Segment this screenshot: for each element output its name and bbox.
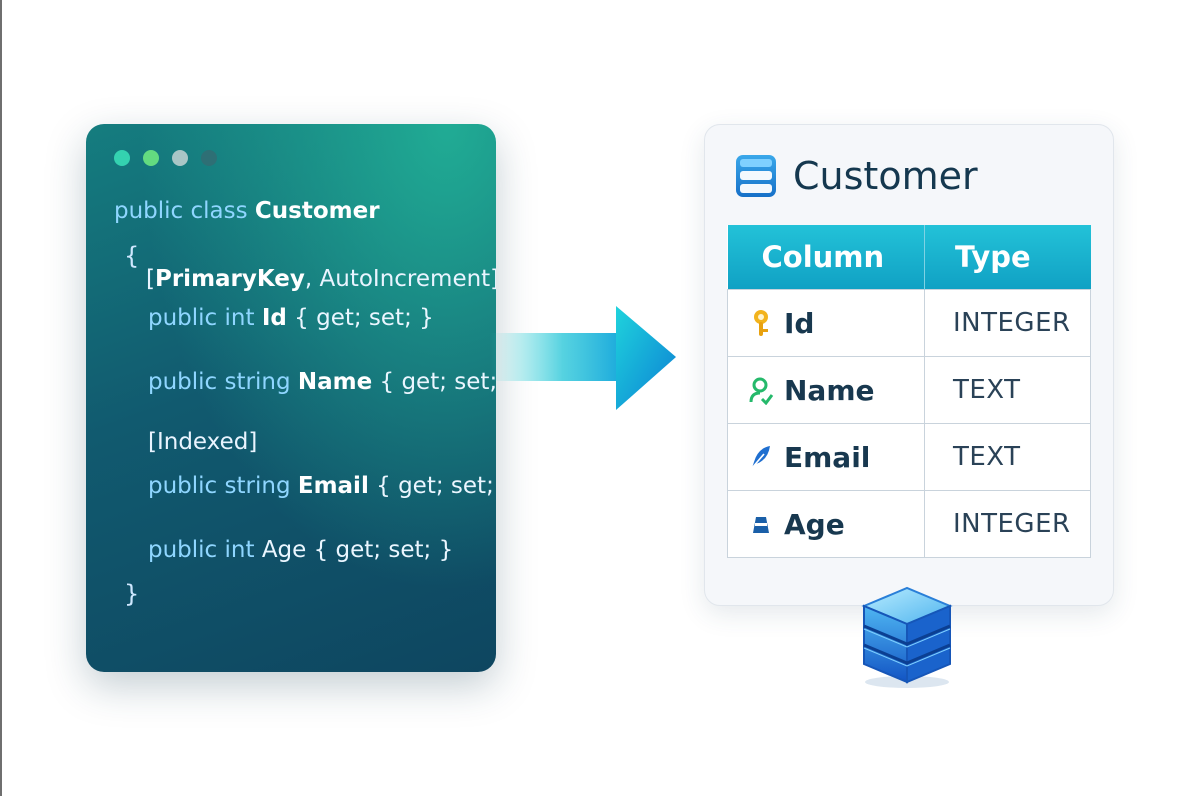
code-line-id: public int Id { get; set; } (148, 303, 434, 333)
code-property-name: Email (297, 473, 369, 499)
cell-type: INTEGER (924, 490, 1091, 558)
code-property-name: Age (261, 537, 307, 563)
database-icon (736, 155, 776, 197)
code-line-primary-key-attr: [PrimaryKey, AutoIncrement] (146, 264, 496, 294)
cell-type: TEXT (924, 423, 1091, 491)
code-accessors: { get; set; (376, 473, 494, 499)
code-class-name: Customer (254, 198, 380, 224)
code-accessors: { get; set; } (294, 305, 434, 331)
table-header-row: Column Type (727, 225, 1091, 290)
header-type: Type (924, 225, 1091, 290)
cell-type: INTEGER (924, 289, 1091, 357)
table-schema-card: Customer Column Type Id (704, 124, 1114, 606)
table-row: Name TEXT (727, 356, 1091, 424)
code-editor-card: public class Customer { [PrimaryKey, Aut… (86, 124, 496, 672)
column-name: Age (784, 507, 845, 541)
schema-table: Column Type Id INTEGER (727, 225, 1091, 558)
window-dots (114, 150, 217, 166)
column-name: Id (784, 306, 815, 340)
code-line-close-brace: } (124, 580, 140, 608)
code-keyword: public string (148, 369, 291, 395)
feather-icon (751, 446, 770, 469)
cell-column: Email (727, 423, 925, 491)
table-row: Id INTEGER (727, 289, 1091, 357)
age-icon (753, 517, 769, 533)
table-title: Customer (793, 154, 978, 198)
code-bracket: [ (146, 266, 155, 292)
code-accessors: { get; set; } (313, 537, 454, 563)
code-accessors: { get; set; (379, 369, 496, 395)
table-row: Age INTEGER (727, 490, 1091, 558)
cell-column: Name (727, 356, 925, 424)
mapping-arrow-icon (490, 306, 676, 410)
user-icon (749, 377, 774, 405)
code-keyword: public class (114, 198, 248, 224)
cell-column: Age (727, 490, 925, 558)
code-keyword: public int (148, 537, 255, 563)
cell-column: Id (727, 289, 925, 357)
code-line-class: public class Customer (114, 196, 380, 226)
key-icon (754, 310, 768, 336)
code-keyword: public int (148, 305, 255, 331)
code-keyword: public string (148, 473, 291, 499)
header-column: Column (727, 225, 925, 290)
code-property-name: Name (297, 369, 373, 395)
left-edge-line (0, 0, 2, 796)
window-dot-3 (172, 150, 188, 166)
column-name: Email (784, 440, 871, 474)
column-name: Name (784, 373, 875, 407)
table-row: Email TEXT (727, 423, 1091, 491)
code-line-age: public int Age { get; set; } (148, 535, 453, 565)
code-line-indexed-attr: [Indexed] (148, 429, 258, 455)
cell-type: TEXT (924, 356, 1091, 424)
window-dot-1 (114, 150, 130, 166)
window-dot-4 (201, 150, 217, 166)
code-attr-autoincrement: , AutoIncrement] (304, 266, 496, 292)
database-cube-icon (861, 586, 953, 688)
code-property-name: Id (261, 305, 287, 331)
code-line-open-brace: { (124, 242, 140, 270)
code-attr-primarykey: PrimaryKey (154, 266, 305, 292)
window-dot-2 (143, 150, 159, 166)
code-line-email: public string Email { get; set; (148, 471, 494, 501)
code-line-name: public string Name { get; set; (148, 367, 496, 397)
